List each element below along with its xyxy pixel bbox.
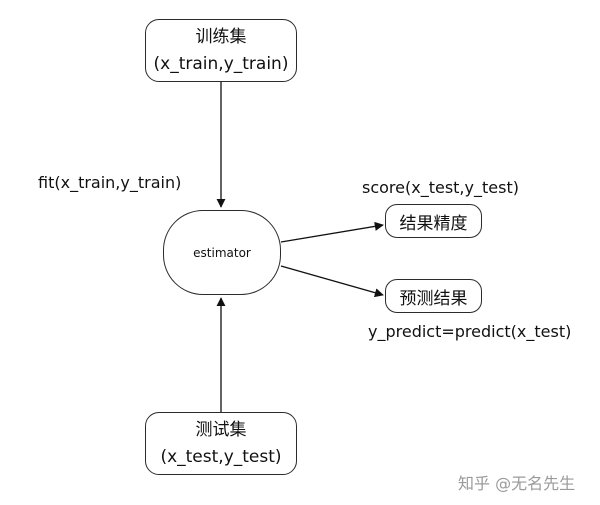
fit-label: fit(x_train,y_train)	[38, 173, 182, 192]
accuracy-node: 结果精度	[385, 204, 482, 238]
training-set-subtitle: (x_train,y_train)	[153, 53, 289, 74]
estimator-label: estimator	[193, 245, 251, 260]
watermark-text: 知乎 @无名先生	[458, 474, 576, 493]
prediction-label: 预测结果	[399, 288, 468, 309]
estimator-to-accuracy-arrow	[280, 221, 384, 243]
estimator-to-prediction-arrow	[280, 265, 384, 298]
estimator-node: estimator	[163, 210, 281, 295]
prediction-node: 预测结果	[385, 279, 482, 313]
training-set-node: 训练集 (x_train,y_train)	[145, 19, 297, 82]
test-set-subtitle: (x_test,y_test)	[160, 446, 282, 467]
accuracy-label: 结果精度	[399, 213, 468, 234]
test-set-title: 测试集	[195, 419, 247, 440]
test-set-node: 测试集 (x_test,y_test)	[145, 412, 297, 475]
predict-label: y_predict=predict(x_test)	[368, 322, 572, 341]
score-label: score(x_test,y_test)	[362, 178, 519, 197]
training-set-title: 训练集	[195, 26, 247, 47]
